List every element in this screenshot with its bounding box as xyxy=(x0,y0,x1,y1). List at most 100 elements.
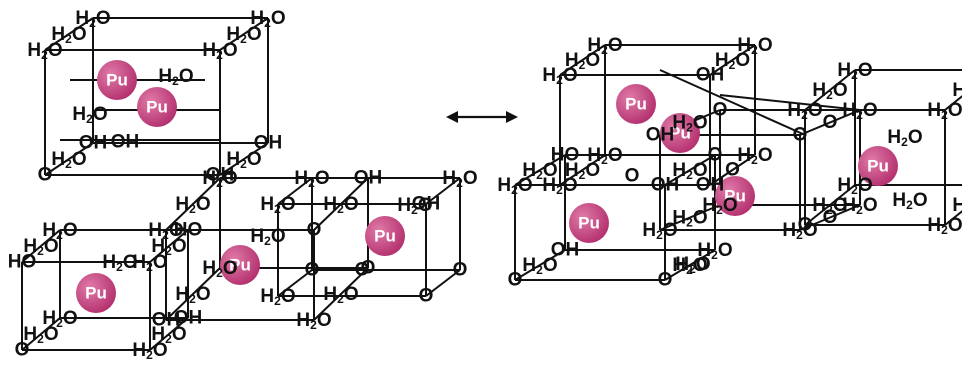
water-ligand-label: H2O xyxy=(296,310,331,333)
hydroxide-label: HO xyxy=(174,220,203,241)
oxo-bridge-label: O xyxy=(38,165,53,186)
plutonium-atom xyxy=(660,113,700,153)
plutonium-atom xyxy=(715,176,755,216)
water-ligand-label: H2O xyxy=(250,226,285,249)
water-ligand-label: H2O xyxy=(642,220,677,243)
water-ligand-label: H2O xyxy=(148,220,183,243)
bond-line xyxy=(719,94,861,111)
bond-line xyxy=(21,229,61,263)
water-ligand-label: H2O xyxy=(672,112,707,135)
plutonium-atom xyxy=(616,84,656,124)
water-ligand-label: H2O xyxy=(23,324,58,347)
water-ligand-label: H2O xyxy=(927,215,962,238)
hydroxide-label: OH xyxy=(551,240,580,261)
plutonium-atom xyxy=(220,245,260,285)
hydroxide-label: OH xyxy=(651,175,680,196)
water-ligand-label: H2O xyxy=(202,40,237,63)
plutonium-label: Pu xyxy=(374,227,396,246)
bond-line xyxy=(219,142,269,176)
water-ligand-label: H2O xyxy=(497,175,532,198)
bond-line xyxy=(944,210,962,226)
water-ligand-label: H2O xyxy=(782,220,817,243)
oxo-bridge-label: O xyxy=(725,160,740,181)
bond-line xyxy=(799,109,861,136)
bond-line xyxy=(659,204,721,231)
water-ligand-label: H2O xyxy=(175,194,210,217)
water-ligand-label: H2O xyxy=(892,190,927,213)
bond-line xyxy=(514,154,566,186)
water-ligand-label: H2O xyxy=(522,160,557,183)
water-ligand-label: H2O xyxy=(102,252,137,275)
water-ligand-label: H2O xyxy=(75,8,110,31)
oxo-bridge-label: O xyxy=(625,166,640,187)
oxo-bridge-label: O xyxy=(708,145,723,166)
water-ligand-label: H2O xyxy=(587,35,622,58)
bond-line xyxy=(149,317,189,351)
water-ligand-label: H2O xyxy=(51,149,86,172)
water-ligand-label: H2O xyxy=(226,149,261,172)
hydroxide-label: OH xyxy=(79,133,108,154)
bond-line xyxy=(21,317,61,351)
plutonium-atom xyxy=(858,146,898,186)
oxo-bridge-label: O xyxy=(713,100,728,121)
bond-line xyxy=(44,17,94,51)
water-ligand-label: H2O xyxy=(51,24,86,47)
hydroxide-label: OH xyxy=(111,132,140,153)
water-ligand-label: H2O xyxy=(151,324,186,347)
hydroxide-label: OH xyxy=(254,133,283,154)
hydroxide-label: OH xyxy=(152,310,181,331)
water-ligand-label: H2O xyxy=(675,254,710,277)
water-ligand-label: H2O xyxy=(158,66,193,89)
oxo-bridge-label: O xyxy=(793,125,808,146)
water-ligand-label: H2O xyxy=(837,60,872,83)
water-ligand-label: H2O xyxy=(927,100,962,123)
water-ligand-label: H2O xyxy=(323,284,358,307)
oxo-bridge-label: O xyxy=(508,270,523,291)
water-ligand-label: H2O xyxy=(260,194,295,217)
plutonium-label: Pu xyxy=(106,71,128,90)
plutonium-label: Pu xyxy=(625,95,647,114)
water-ligand-label: H2O xyxy=(23,236,58,259)
water-ligand-label: H2O xyxy=(151,236,186,259)
bond-line xyxy=(514,249,566,281)
bond-line xyxy=(559,44,606,76)
water-ligand-label: H2O xyxy=(812,195,847,218)
hydroxide-label: HO xyxy=(551,145,580,166)
bond-line xyxy=(277,177,313,205)
hydroxide-label: OH xyxy=(354,168,383,189)
plutonium-atom xyxy=(97,60,137,100)
water-ligand-label: H2O xyxy=(715,50,750,73)
plutonium-label: Pu xyxy=(229,256,251,275)
water-ligand-label: H2O xyxy=(887,127,922,150)
bond-line xyxy=(44,142,94,176)
water-ligand-label: H2O xyxy=(27,40,62,63)
water-ligand-label: H2O xyxy=(202,258,237,281)
oxo-bridge-label: O xyxy=(355,260,370,281)
water-ligand-label: H2O xyxy=(812,80,847,103)
water-ligand-label: H2O xyxy=(737,145,772,168)
hydroxide-label: HO xyxy=(8,252,37,273)
plutonium-label: Pu xyxy=(146,98,168,117)
bond-line xyxy=(804,69,856,111)
water-ligand-label: H2O xyxy=(702,195,737,218)
bond-line xyxy=(313,267,369,321)
water-ligand-label: H2O xyxy=(842,100,877,123)
hydroxide-label: OH xyxy=(412,194,441,215)
bond-line xyxy=(149,229,189,263)
plutonium-atom xyxy=(137,87,177,127)
hydroxide-label: OH xyxy=(696,65,725,86)
plutonium-atom xyxy=(365,216,405,256)
water-ligand-label: H2O xyxy=(697,240,732,263)
arrow-head-left-icon xyxy=(446,111,458,123)
oxo-bridge-label: O xyxy=(823,112,838,133)
bond-line xyxy=(165,267,221,321)
water-ligand-label: H2O xyxy=(226,24,261,47)
oxo-bridge-label: O xyxy=(305,260,320,281)
water-ligand-label: H2O xyxy=(787,100,822,123)
water-ligand-label: H2O xyxy=(250,8,285,31)
bond-line xyxy=(425,177,461,205)
water-ligand-label: H2O xyxy=(672,255,707,278)
water-ligand-label: H2O xyxy=(542,175,577,198)
water-ligand-label: H2O xyxy=(952,80,962,103)
